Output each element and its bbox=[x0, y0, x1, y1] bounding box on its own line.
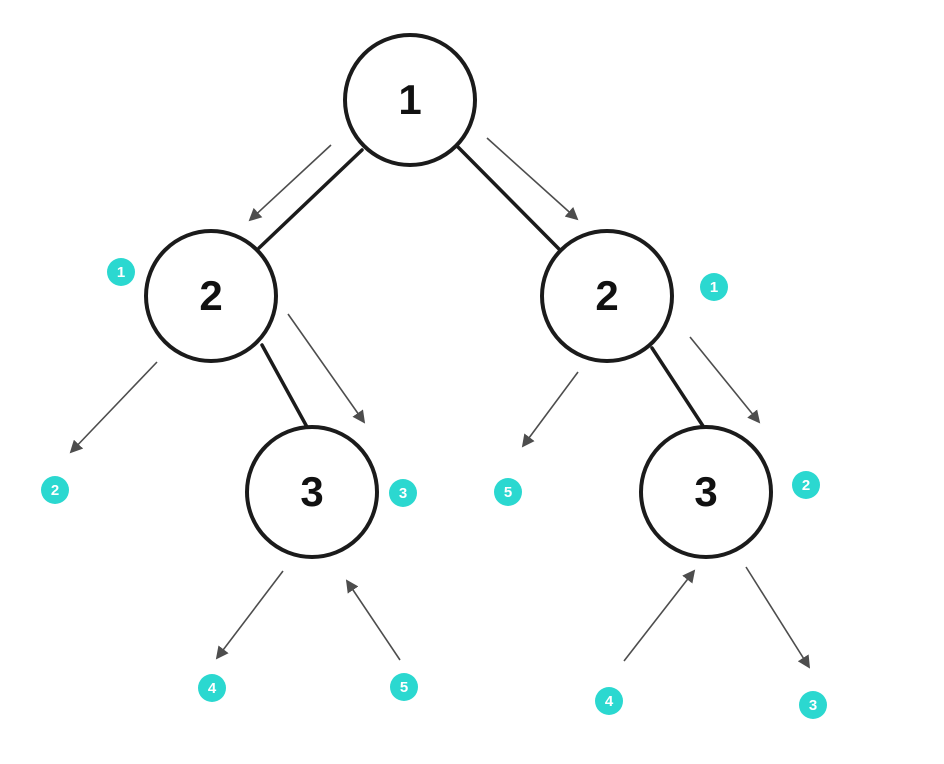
arrow-right-3-return-up bbox=[623, 569, 696, 662]
edge-right-2-to-right-3 bbox=[650, 346, 705, 428]
step-badge: 2 bbox=[41, 476, 69, 504]
step-badge: 3 bbox=[799, 691, 827, 719]
step-badge: 3 bbox=[389, 479, 417, 507]
step-badge-label: 2 bbox=[801, 476, 811, 494]
arrow-left-2-down-left bbox=[69, 361, 158, 454]
arrow-root-down-right bbox=[486, 137, 579, 221]
tree-node-left-2: 2 bbox=[144, 229, 278, 363]
step-badge-label: 2 bbox=[50, 481, 60, 499]
arrow-right-3-down-right bbox=[745, 566, 811, 669]
step-badge-label: 4 bbox=[207, 679, 217, 697]
step-badge: 5 bbox=[494, 478, 522, 506]
node-label: 3 bbox=[694, 468, 718, 515]
tree-node-right-2: 2 bbox=[540, 229, 674, 363]
arrow-left-3-down-left bbox=[215, 570, 284, 660]
step-badge-label: 1 bbox=[709, 278, 719, 296]
step-badge: 1 bbox=[107, 258, 135, 286]
tree-node-right-3: 3 bbox=[639, 425, 773, 559]
node-label: 2 bbox=[199, 272, 223, 319]
step-badge-label: 4 bbox=[604, 692, 614, 710]
edge-root-to-right-2 bbox=[455, 144, 561, 251]
arrow-right-2-to-right-3 bbox=[689, 336, 761, 424]
step-badge: 5 bbox=[390, 673, 418, 701]
step-badge-label: 3 bbox=[808, 696, 818, 714]
tree-node-root: 1 bbox=[343, 33, 477, 167]
step-badge-label: 3 bbox=[398, 484, 408, 502]
node-label: 1 bbox=[398, 76, 422, 123]
arrow-right-2-down-left bbox=[521, 371, 579, 448]
step-badge: 4 bbox=[595, 687, 623, 715]
step-badge-label: 5 bbox=[399, 678, 409, 696]
node-label: 3 bbox=[300, 468, 324, 515]
arrow-left-2-to-left-3 bbox=[287, 313, 366, 424]
step-badge: 1 bbox=[700, 273, 728, 301]
edge-root-to-left-2 bbox=[257, 148, 364, 250]
arrow-root-down-left bbox=[248, 144, 332, 222]
step-badge-label: 1 bbox=[116, 263, 126, 281]
step-badge: 2 bbox=[792, 471, 820, 499]
step-badge-label: 5 bbox=[503, 483, 513, 501]
edge-left-2-to-left-3 bbox=[260, 343, 309, 429]
arrow-left-3-return-up bbox=[345, 579, 401, 661]
tree-node-left-3: 3 bbox=[245, 425, 379, 559]
node-label: 2 bbox=[595, 272, 619, 319]
step-badge: 4 bbox=[198, 674, 226, 702]
